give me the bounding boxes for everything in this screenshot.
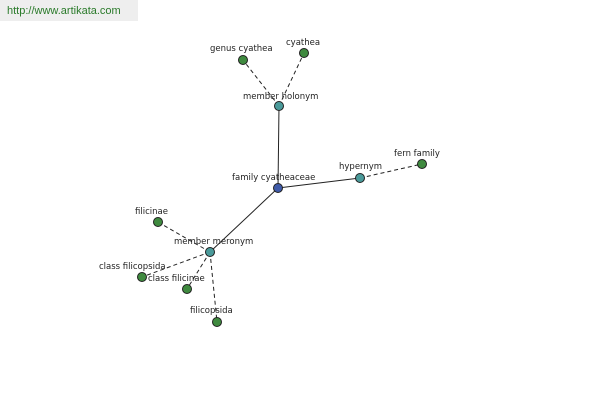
edge-root-hypernym xyxy=(277,177,361,189)
term-node-circle[interactable] xyxy=(137,272,147,282)
term-node-circle[interactable] xyxy=(299,48,309,58)
term-node-label[interactable]: filicopsida xyxy=(190,306,233,316)
edge-meronym-class-filicinae xyxy=(186,251,211,290)
root-node-root[interactable]: family cyatheaceae xyxy=(232,173,315,193)
term-node-circle[interactable] xyxy=(153,217,163,227)
relation-node-label[interactable]: member meronym xyxy=(174,237,253,247)
edge-holonym-genus-cyathea xyxy=(242,59,280,107)
term-node-cyathea[interactable]: cyathea xyxy=(286,38,320,58)
term-node-label[interactable]: filicinae xyxy=(135,207,168,217)
relation-node-circle[interactable] xyxy=(355,173,365,183)
relation-node-circle[interactable] xyxy=(205,247,215,257)
edge-root-holonym xyxy=(277,105,280,189)
term-node-label[interactable]: class filicopsida xyxy=(99,262,166,272)
root-node-circle[interactable] xyxy=(273,183,283,193)
term-node-circle[interactable] xyxy=(212,317,222,327)
term-node-genus-cyathea[interactable]: genus cyathea xyxy=(210,44,273,65)
term-node-class-filicopsida[interactable]: class filicopsida xyxy=(99,262,166,282)
term-node-class-filicinae[interactable]: class filicinae xyxy=(148,274,205,294)
term-node-label[interactable]: fern family xyxy=(394,149,440,159)
term-node-filicopsida[interactable]: filicopsida xyxy=(190,306,233,327)
edge-holonym-cyathea xyxy=(278,52,305,107)
relation-node-hypernym[interactable]: hypernym xyxy=(339,162,382,183)
term-node-fern-family[interactable]: fern family xyxy=(394,149,440,169)
term-node-label[interactable]: genus cyathea xyxy=(210,44,273,54)
edge-meronym-filicinae xyxy=(157,221,211,253)
graph-nodes: genus cyathea cyathea fern family filicinae… xyxy=(99,38,440,327)
relation-node-label[interactable]: hypernym xyxy=(339,162,382,172)
term-node-label[interactable]: cyathea xyxy=(286,38,320,48)
edge-meronym-filicopsida xyxy=(209,251,218,323)
graph-edges xyxy=(141,52,423,323)
term-node-circle[interactable] xyxy=(238,55,248,65)
relation-node-circle[interactable] xyxy=(274,101,284,111)
term-node-circle[interactable] xyxy=(182,284,192,294)
term-node-label[interactable]: class filicinae xyxy=(148,274,205,284)
site-url-link[interactable]: http://www.artikata.com xyxy=(7,5,121,17)
edge-hypernym-fern-family xyxy=(359,163,423,179)
relation-node-meronym[interactable]: member meronym xyxy=(174,237,253,257)
edge-root-meronym xyxy=(209,187,279,253)
relation-node-label[interactable]: member holonym xyxy=(243,92,318,102)
edge-meronym-class-filicopsida xyxy=(141,251,211,278)
term-node-filicinae[interactable]: filicinae xyxy=(135,207,168,227)
term-node-circle[interactable] xyxy=(417,159,427,169)
relation-node-holonym[interactable]: member holonym xyxy=(243,92,318,111)
url-banner: http://www.artikata.com xyxy=(0,0,138,21)
root-node-label[interactable]: family cyatheaceae xyxy=(232,173,315,183)
